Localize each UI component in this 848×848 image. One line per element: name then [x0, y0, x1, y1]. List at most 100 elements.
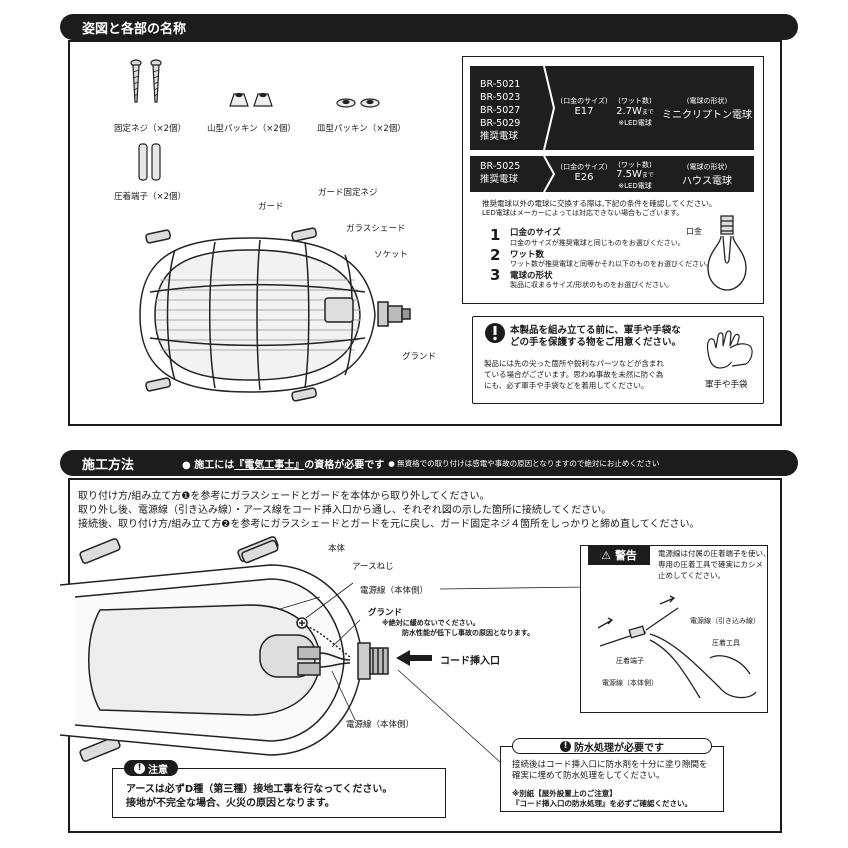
- lead-wire-label: 電源線（引き込み線）: [690, 617, 760, 625]
- waterproof-body-1: 確実に埋めて防水処理をしてください。: [512, 771, 665, 781]
- spec1-watt-suffix: まで: [641, 109, 654, 116]
- mountain-packing-icon: [229, 92, 273, 107]
- section-header-overview: 姿図と各部の名称: [60, 14, 798, 40]
- crimp-warning-box: [580, 545, 768, 713]
- spec1-watt-note: ※LED電球: [618, 119, 652, 127]
- spec1-watt-label: (ワット数): [618, 97, 652, 105]
- spec2-divider: [543, 155, 556, 193]
- bulb-note-2: LED電球はメーカーによっては対応できない場合もございます。: [482, 209, 684, 217]
- glove-warning-body-1: ている場合がございます。思わぬ事故を未然に防ぐ為: [484, 370, 664, 379]
- warning-triangle-icon: ⚠: [601, 548, 611, 562]
- condition-title-3: 電球の形状: [510, 271, 553, 281]
- body-label: 本体: [328, 544, 346, 554]
- socket-label: ソケット: [374, 250, 409, 260]
- condition-desc-3: 製品に収まるサイズ/形状のものをお選びください。: [510, 281, 674, 289]
- glove-warning-body-2: にも、必ず軍手や手袋などを着用してください。: [484, 381, 649, 390]
- power-leader-line: [439, 586, 587, 590]
- dish-packing-icon: [336, 98, 380, 108]
- spec1-model-4: 推奨電球: [480, 131, 519, 142]
- caution-line-1: アースは必ずD種（第三種）接地工事を行なってください。: [126, 784, 393, 795]
- power-body-label: 電源線（本体側）: [360, 586, 429, 596]
- spec2-shape-label: (電球の形状): [686, 163, 728, 171]
- crimp-terminal-label: 圧着端子: [616, 657, 644, 665]
- arrow-left-icon: [396, 650, 432, 666]
- glass-label: ガラスシェード: [346, 224, 406, 234]
- spec1-watt: 2.7W: [616, 106, 642, 117]
- section-title: 姿図と各部の名称: [82, 21, 187, 37]
- bulb-note-1: 推奨電球以外の電球に交換する際は,下記の条件を確認してください。: [482, 199, 717, 208]
- spec1-divider: [543, 65, 556, 151]
- waterproof-body-0: 接続後はコード挿入口に防水剤を十分に塗り隙間を: [512, 760, 708, 770]
- req-suffix: の資格が必要です: [304, 459, 385, 471]
- condition-num-3: 3: [490, 266, 501, 284]
- spec2-shape: ハウス電球: [682, 176, 732, 187]
- warning-body-2: 止めしてください。: [658, 571, 726, 580]
- glove-warning-body-0: 製品には先の尖った箇所や鋭利なパーツなどが含まれ: [484, 359, 664, 368]
- waterproof-ref-1: ※別紙【屋外設置上のご注意】: [512, 789, 617, 798]
- light-bulb-icon: [707, 215, 747, 291]
- spec2-watt-note: ※LED電球: [618, 182, 652, 190]
- caution-box: [112, 768, 446, 818]
- guard-label: ガード: [258, 202, 284, 212]
- condition-num-2: 2: [490, 246, 501, 264]
- req-bold: 『電気工事士』: [234, 459, 305, 471]
- exclamation-icon: [485, 323, 505, 343]
- spec2-model-1: 推奨電球: [480, 174, 519, 185]
- spec2-watt: 7.5W: [616, 169, 642, 180]
- qualification-requirement: ● 施工には『電気工事士』の資格が必要です: [182, 456, 384, 471]
- dish-packing-label: 皿型パッキン（×2個）: [317, 124, 406, 134]
- spec2-model-0: BR-5025: [480, 161, 521, 172]
- spec1-model-3: BR-5029: [480, 118, 521, 129]
- waterproof-title: 防水処理が必要です: [574, 742, 664, 754]
- spec-box-1: BR-5021 BR-5023 BR-5027 BR-5029 推奨電球 (口金…: [470, 66, 754, 150]
- mountain-packing-label: 山型パッキン（×2個）: [207, 124, 296, 134]
- grand-label: グランド: [402, 352, 437, 362]
- bolt-extra-icon: [241, 539, 279, 564]
- warning-body-1: 専用の圧着工具で確実にカシメ: [658, 560, 763, 569]
- caution-title: 注意: [148, 764, 168, 776]
- screw-label: 固定ネジ（×2個）: [114, 124, 187, 134]
- cord-inlet-label: コード挿入口: [440, 656, 500, 667]
- gloves-label: 軍手や手袋: [705, 380, 748, 390]
- req-note: ● 無資格での取り付けは感電や事故の原因となりますので絶対にお止めください: [388, 458, 660, 468]
- step-1: 取り付け方/組み立て方❶を参考にガラスシェードとガードを本体から取り外してくださ…: [78, 491, 490, 502]
- grand-label-2: グランド: [368, 608, 403, 618]
- caution-line-2: 接地が不完全な場合、火災の原因となります。: [126, 798, 335, 809]
- spec1-base: E17: [574, 106, 594, 117]
- waterproof-box: [500, 746, 724, 812]
- grand-note-1: ※絶対に緩めないでください。: [382, 619, 480, 627]
- condition-title-1: 口金のサイズ: [510, 228, 561, 238]
- earth-screw-label: アースねじ: [352, 562, 394, 572]
- spec2-watt-label: (ワット数): [618, 161, 652, 169]
- spec1-model-0: BR-5021: [480, 79, 521, 90]
- glove-warning-title-2: どの手を保護する物をご用意ください。: [510, 337, 682, 348]
- lamp-wiring-illustration: [59, 536, 389, 762]
- warning-title: 警告: [614, 549, 637, 562]
- spec1-shape: ミニクリプトン電球: [662, 110, 752, 121]
- spec1-model-2: BR-5027: [480, 105, 521, 116]
- guard-screw-label: ガード固定ネジ: [318, 188, 378, 198]
- screw-icon: [130, 59, 162, 103]
- waterproof-exclamation-icon: !: [560, 740, 571, 752]
- caution-badge: !注意: [124, 760, 178, 776]
- caution-exclamation-icon: !: [134, 762, 145, 774]
- req-prefix: ● 施工には: [182, 459, 235, 471]
- condition-title-2: ワット数: [510, 250, 545, 260]
- waterproof-ref-2: 『コード挿入口の防水処理』を必ずご確認ください。: [512, 799, 692, 808]
- condition-desc-2: ワット数が推奨電球と同等かそれ以下のものをお選びください。: [510, 260, 713, 268]
- glove-warning-title-1: 本製品を組み立てる前に、軍手や手袋な: [510, 325, 681, 336]
- spec2-base: E26: [574, 172, 594, 183]
- step-3: 接続後、取り付け方/組み立て方❷を参考にガラスシェードとガードを元に戻し、ガード…: [78, 519, 700, 530]
- spec-box-2: BR-5025 推奨電球 (口金のサイズ) E26 (ワット数) 7.5Wまで …: [470, 156, 754, 192]
- lamp-illustration: [139, 227, 411, 402]
- waterproof-leader-line: [397, 669, 501, 763]
- crimping-illustration: [597, 595, 757, 699]
- glove-icon: [706, 330, 753, 369]
- spec1-model-1: BR-5023: [480, 92, 521, 103]
- warning-badge: ⚠警告: [588, 545, 650, 565]
- crimp-label: 圧着端子（×2個）: [114, 192, 187, 202]
- body-wire-label: 電源線（本体側）: [602, 679, 658, 687]
- step-2: 取り外し後、電源線（引き込み線）・アース線をコード挿入口から通し、それぞれ図の示…: [78, 505, 612, 516]
- waterproof-badge: !防水処理が必要です: [512, 738, 712, 754]
- section-title-2: 施工方法: [82, 457, 135, 473]
